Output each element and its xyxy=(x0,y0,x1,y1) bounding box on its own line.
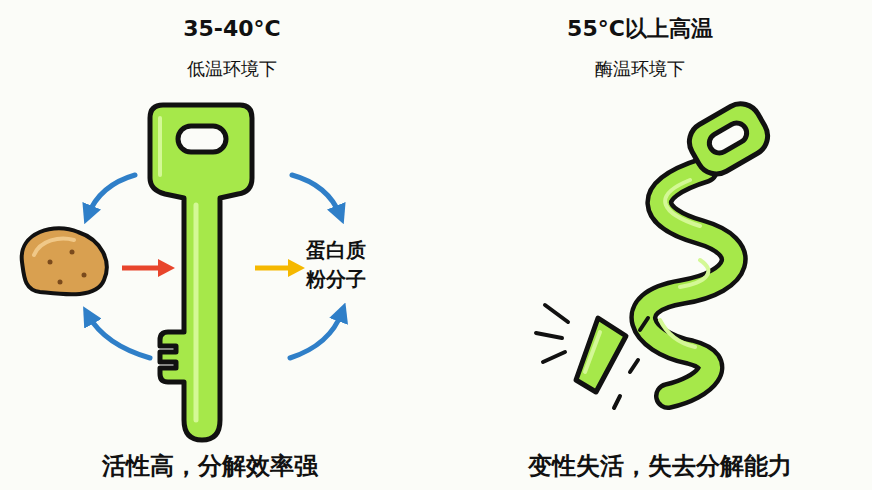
starch-food-part xyxy=(48,260,53,265)
condition-subtitle: 低温环境下 xyxy=(187,58,277,80)
denatured-key-part xyxy=(660,180,708,347)
break-mark-part xyxy=(545,305,568,322)
temperature-heading: 35-40°C xyxy=(183,16,281,42)
starch-food-part xyxy=(58,280,63,285)
result-caption: 活性高，分解效率强 xyxy=(102,452,318,481)
starch-food-part xyxy=(82,273,87,278)
input-arrow-part xyxy=(122,266,160,271)
denatured-key-part xyxy=(706,119,751,156)
input-arrow-part xyxy=(158,259,175,277)
denatured-key-part xyxy=(643,170,733,396)
result-caption: 变性失活，失去分解能力 xyxy=(528,452,792,481)
denatured-key xyxy=(576,96,775,396)
output-arrow-part xyxy=(288,259,305,277)
break-mark-part xyxy=(543,352,565,362)
denatured-key-part xyxy=(576,318,626,392)
break-mark-part xyxy=(614,396,620,408)
enzyme-key xyxy=(150,105,252,440)
denatured-key-part xyxy=(682,96,775,181)
output-arrow xyxy=(255,259,305,277)
cycle-arrow-part xyxy=(292,175,340,215)
break-mark-part xyxy=(630,360,638,372)
starch-food xyxy=(22,228,107,294)
output-arrow-part xyxy=(255,266,290,271)
input-arrow xyxy=(122,259,175,277)
temperature-heading: 55°C以上高温 xyxy=(567,16,713,42)
starch-food-part xyxy=(70,250,75,255)
denatured-key-part xyxy=(643,170,733,396)
enzyme-key-part xyxy=(178,126,226,152)
starch-food-part xyxy=(22,228,107,294)
substrate-label: 蛋白质 粉分子 xyxy=(306,236,372,294)
break-mark-part xyxy=(640,318,648,330)
cycle-arrow-part xyxy=(88,315,150,358)
cycle-arrow-part xyxy=(88,175,135,215)
condition-subtitle: 酶温环境下 xyxy=(595,58,685,80)
enzyme-key-part xyxy=(194,205,199,420)
break-mark-part xyxy=(536,333,562,338)
break-mark xyxy=(536,305,648,408)
starch-food-part xyxy=(34,239,74,255)
enzyme-key-part xyxy=(150,105,252,440)
denatured-key-part xyxy=(585,332,600,372)
cycle-arrow-part xyxy=(290,312,342,358)
enzyme-key-part xyxy=(158,118,162,175)
denatured-key-part xyxy=(682,96,775,181)
